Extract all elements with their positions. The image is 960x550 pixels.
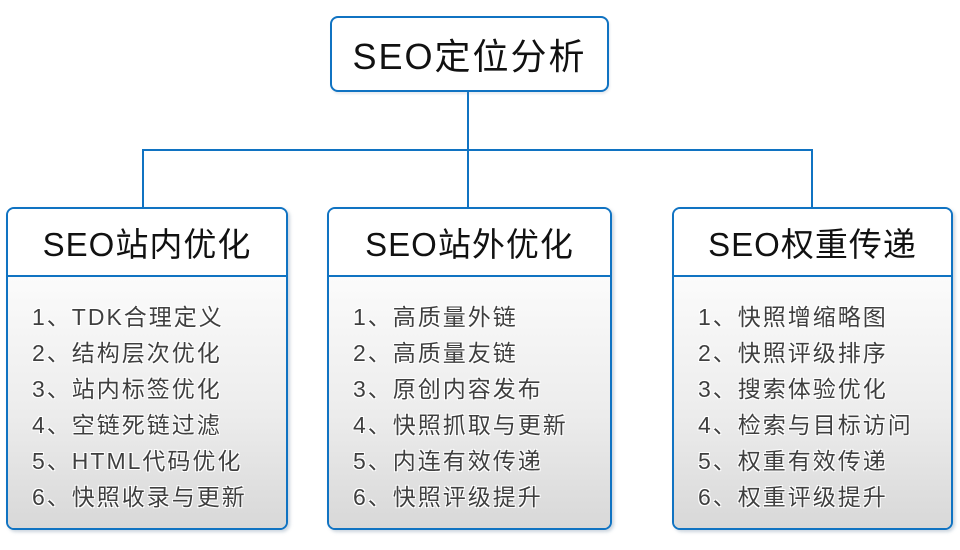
branch-list-weight: 1、快照增缩略图 2、快照评级排序 3、搜索体验优化 4、检索与目标访问 5、权… xyxy=(674,277,951,528)
branch-title: SEO站外优化 xyxy=(365,226,574,263)
list-item: 2、结构层次优化 xyxy=(32,340,222,366)
branch-header-onsite: SEO站内优化 xyxy=(8,209,286,277)
list-item: 2、快照评级排序 xyxy=(698,340,888,366)
branch-list-onsite: 1、TDK合理定义 2、结构层次优化 3、站内标签优化 4、空链死链过滤 5、H… xyxy=(8,277,286,528)
list-item: 6、快照收录与更新 xyxy=(32,484,247,510)
branch-title: SEO站内优化 xyxy=(42,226,252,263)
branch-title: SEO权重传递 xyxy=(708,226,917,263)
list-item: 4、快照抓取与更新 xyxy=(353,412,568,438)
branch-header-offsite: SEO站外优化 xyxy=(329,209,610,277)
branch-header-weight: SEO权重传递 xyxy=(674,209,951,277)
list-item: 5、权重有效传递 xyxy=(698,448,888,474)
list-item: 1、高质量外链 xyxy=(353,304,518,330)
list-item: 5、内连有效传递 xyxy=(353,448,543,474)
list-item: 6、权重评级提升 xyxy=(698,484,888,510)
list-item: 5、HTML代码优化 xyxy=(32,448,243,474)
connector-horizontal-bar xyxy=(142,149,813,151)
root-node: SEO定位分析 xyxy=(330,16,609,92)
list-item: 4、检索与目标访问 xyxy=(698,412,913,438)
list-item: 1、TDK合理定义 xyxy=(32,304,224,330)
connector-drop-right xyxy=(811,149,813,207)
list-item: 1、快照增缩略图 xyxy=(698,304,888,330)
branch-list-offsite: 1、高质量外链 2、高质量友链 3、原创内容发布 4、快照抓取与更新 5、内连有… xyxy=(329,277,610,528)
list-item: 2、高质量友链 xyxy=(353,340,518,366)
connector-drop-center xyxy=(467,149,469,207)
list-item: 6、快照评级提升 xyxy=(353,484,543,510)
branch-card-offsite: SEO站外优化 1、高质量外链 2、高质量友链 3、原创内容发布 4、快照抓取与… xyxy=(327,207,612,530)
list-item: 4、空链死链过滤 xyxy=(32,412,222,438)
connector-drop-left xyxy=(142,149,144,207)
list-item: 3、原创内容发布 xyxy=(353,376,543,402)
list-item: 3、站内标签优化 xyxy=(32,376,222,402)
connector-root-stem xyxy=(467,92,469,149)
branch-card-weight: SEO权重传递 1、快照增缩略图 2、快照评级排序 3、搜索体验优化 4、检索与… xyxy=(672,207,953,530)
list-item: 3、搜索体验优化 xyxy=(698,376,888,402)
root-node-label: SEO定位分析 xyxy=(352,36,587,77)
branch-card-onsite: SEO站内优化 1、TDK合理定义 2、结构层次优化 3、站内标签优化 4、空链… xyxy=(6,207,288,530)
